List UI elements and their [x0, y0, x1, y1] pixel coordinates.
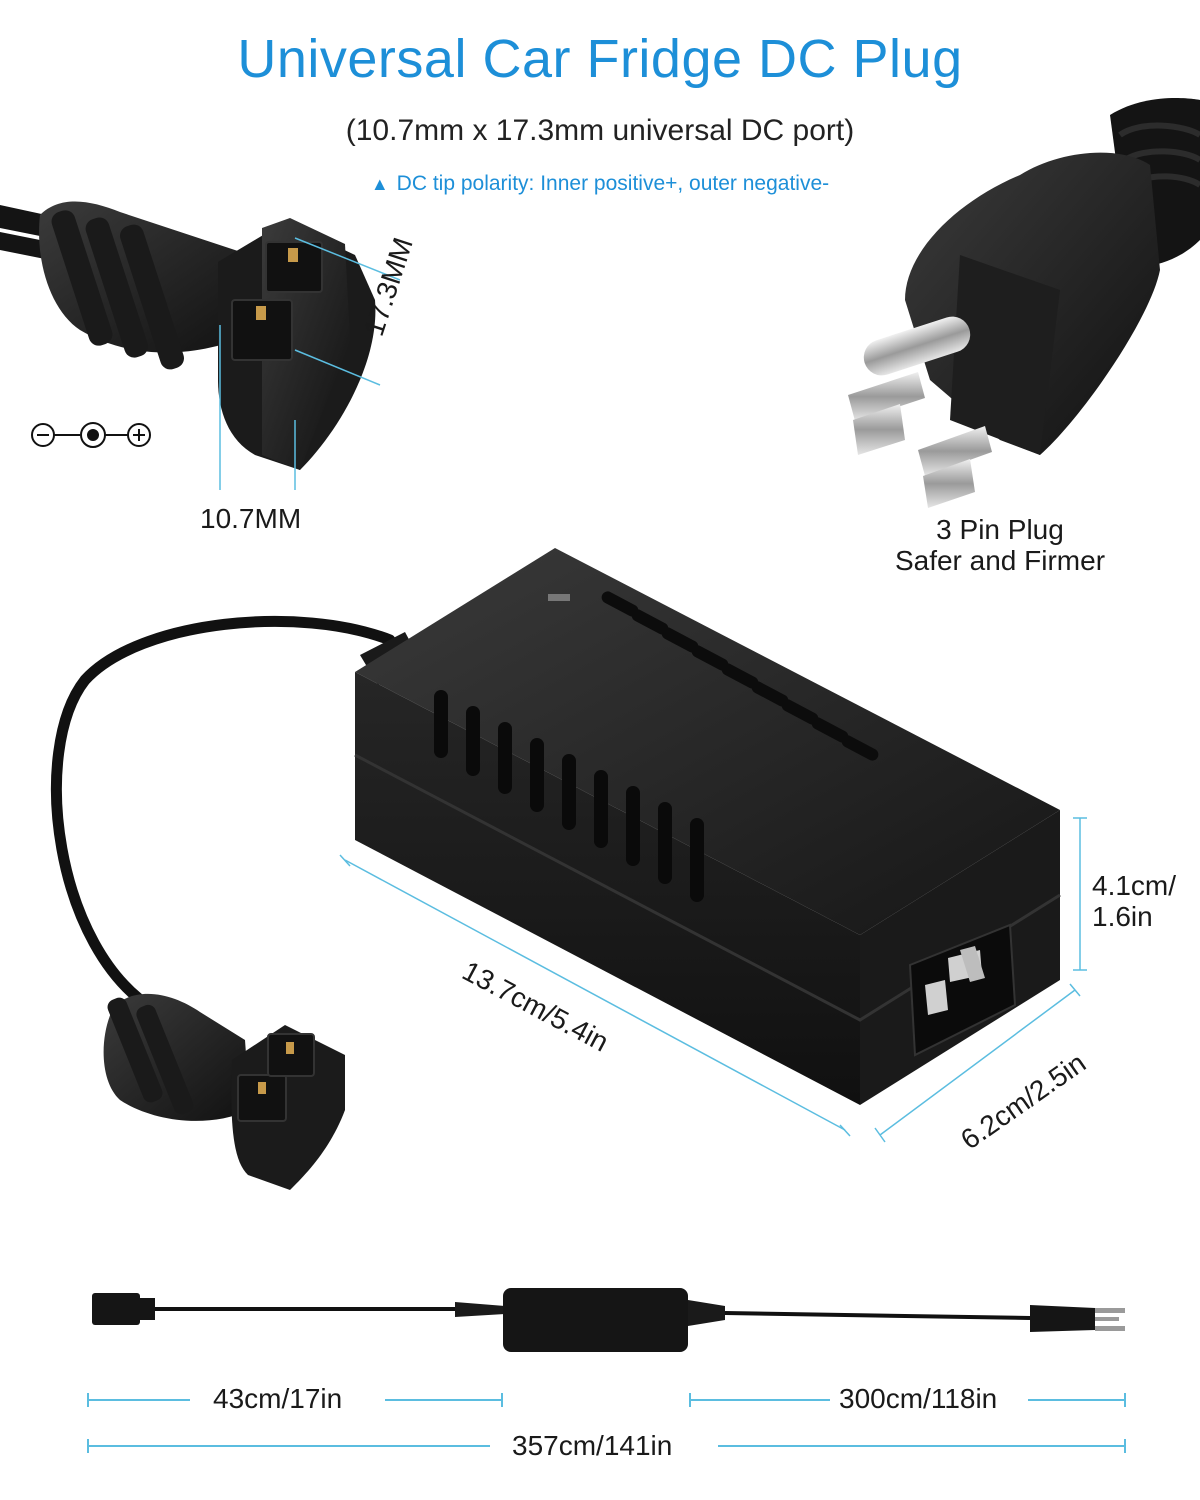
polarity-note: ▲ DC tip polarity: Inner positive+, outer… — [0, 172, 1200, 196]
ac-plug-caption: 3 Pin Plug Safer and Firmer — [860, 514, 1140, 576]
page-title: Universal Car Fridge DC Plug — [237, 29, 963, 89]
power-adapter — [50, 548, 1061, 1105]
adapter-height-label-line1: 4.1cm/ — [1092, 870, 1177, 901]
adapter-height-label: 4.1cm/ 1.6in — [1092, 870, 1176, 932]
cable-dimension-lines — [87, 1393, 1126, 1453]
ac-cable-length-label: 300cm/118in — [839, 1383, 998, 1414]
dc-plug-width-label: 10.7MM — [200, 503, 302, 534]
ac-plug-top — [848, 98, 1200, 508]
adapter-height-label-line2: 1.6in — [1092, 901, 1153, 932]
ac-plug-caption-line2: Safer and Firmer — [894, 545, 1106, 576]
adapter-dimension-lines — [339, 817, 1087, 1143]
polarity-symbol-icon — [31, 422, 151, 448]
dc-plug-bottom — [103, 993, 345, 1190]
page-subtitle: (10.7mm x 17.3mm universal DC port) — [345, 114, 855, 147]
ac-plug-caption-line1: 3 Pin Plug — [936, 514, 1064, 545]
polarity-note-text: DC tip polarity: Inner positive+, outer … — [396, 172, 830, 195]
warning-triangle-icon: ▲ — [370, 174, 389, 194]
dc-plug-top — [0, 201, 376, 470]
total-cable-length-label: 357cm/141in — [512, 1430, 673, 1461]
cable-layout-diagram — [92, 1288, 1125, 1352]
dc-cable-length-label: 43cm/17in — [213, 1383, 343, 1414]
dc-plug-dimension-lines — [219, 237, 401, 490]
